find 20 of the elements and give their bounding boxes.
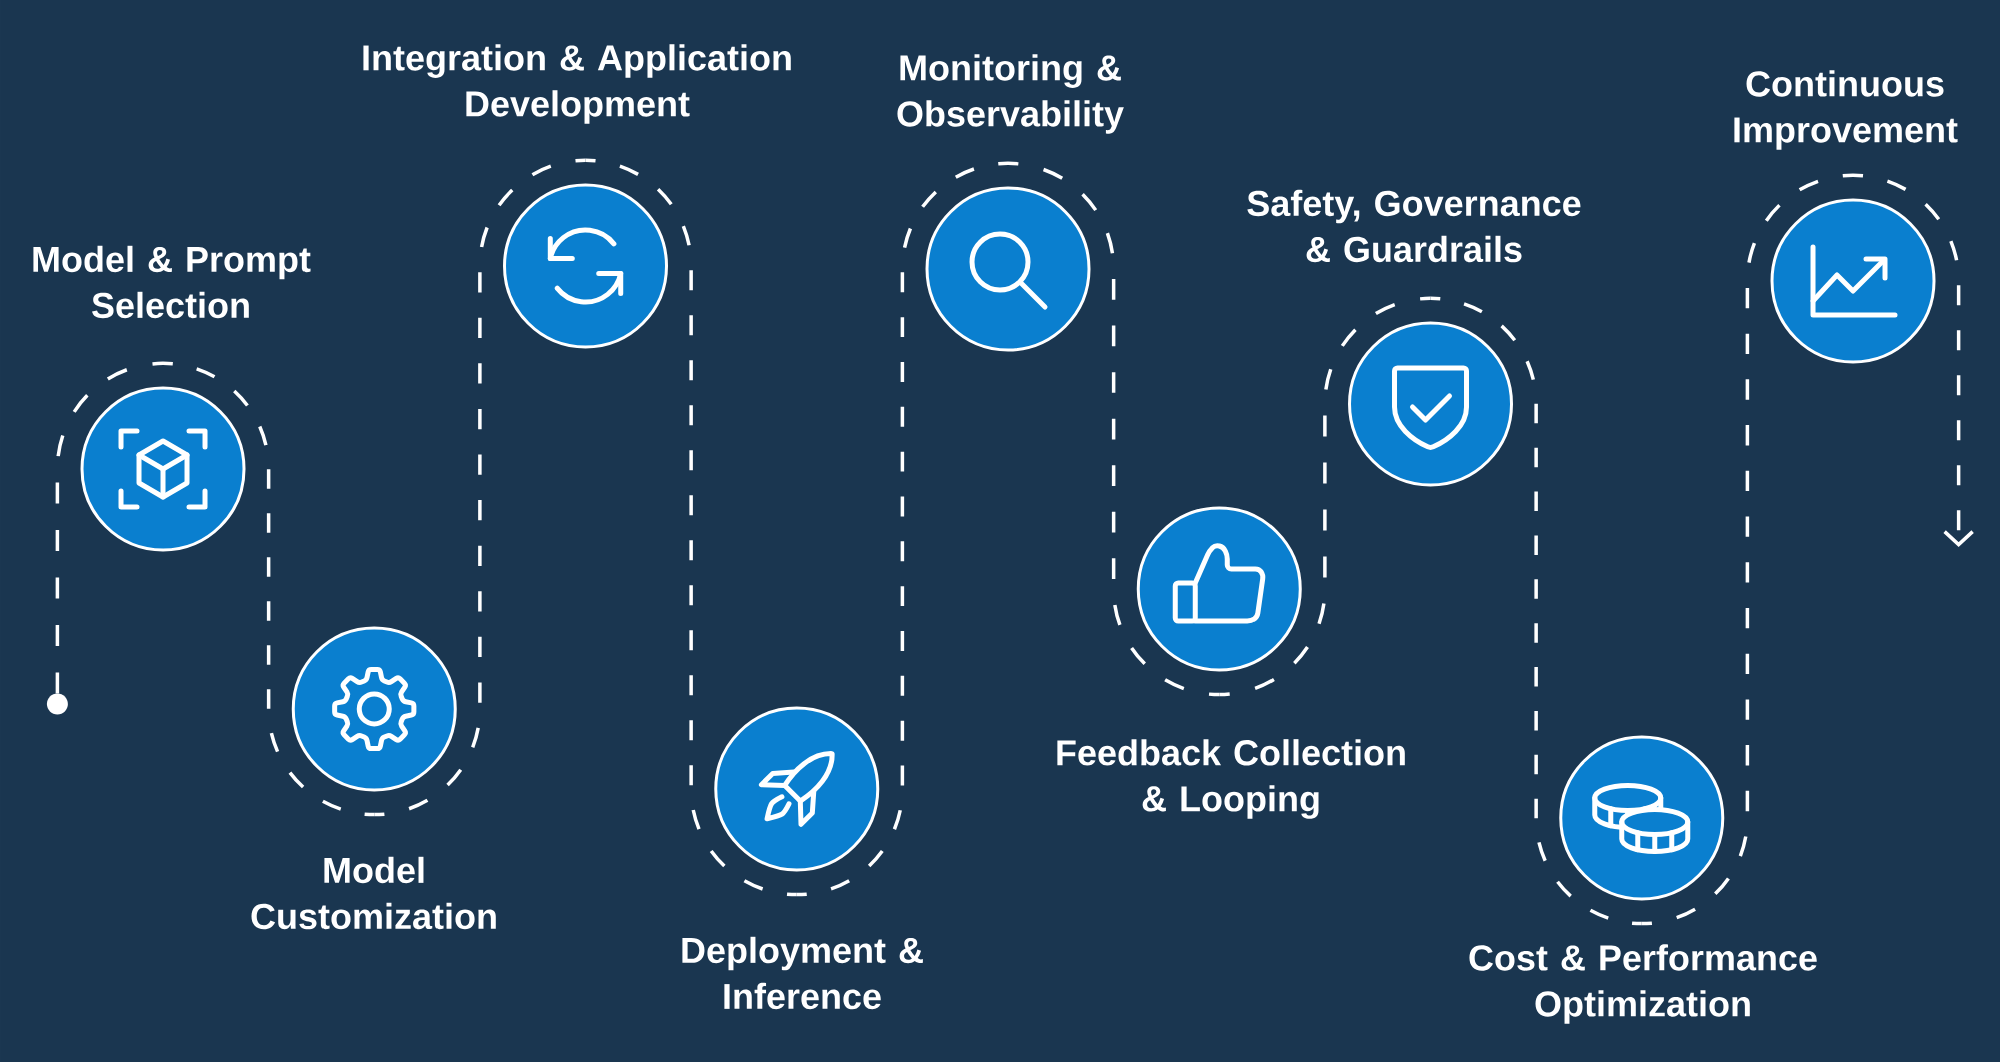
step-title: Cost & Performance Optimization	[1469, 944, 1817, 1024]
dashed-arrow	[1852, 173, 1974, 547]
step-title: Model Customization	[251, 856, 496, 930]
dashed-line	[1641, 173, 1854, 926]
dashed-line	[1007, 161, 1220, 697]
step-title: Integration & Application Development	[363, 44, 791, 124]
step-title: Deployment & Inference	[682, 936, 923, 1010]
step-title: Model & Prompt Selection	[33, 245, 311, 319]
dashed-line	[796, 161, 1009, 897]
dashed-line	[1430, 296, 1642, 926]
step-title: Continuous Improvement	[1734, 70, 1958, 150]
step-title: Feedback Collection & Looping	[1057, 739, 1405, 819]
dashed-line	[585, 158, 797, 897]
dashed-line	[162, 361, 375, 817]
dashed-line	[55, 361, 164, 694]
dashed-line	[1219, 296, 1431, 697]
start-dot	[46, 693, 68, 715]
step-title: Safety, Governance & Guardrails	[1247, 189, 1581, 263]
step-title: Monitoring & Observability	[897, 54, 1124, 134]
dashed-line	[374, 158, 586, 817]
